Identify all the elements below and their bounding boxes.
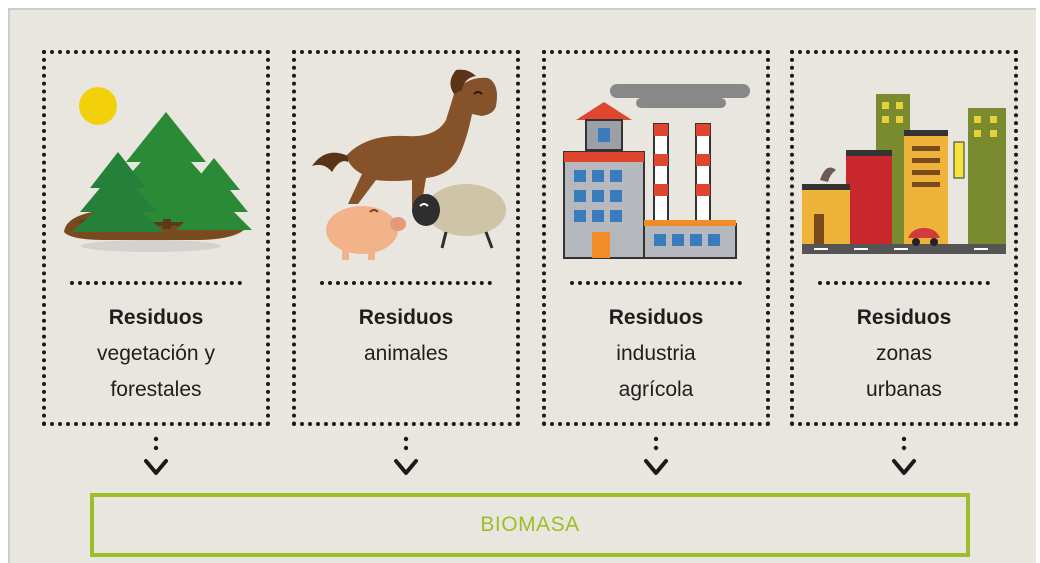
biomasa-box: BIOMASA bbox=[90, 493, 970, 557]
biomasa-label: BIOMASA bbox=[480, 513, 580, 536]
card-urban: Residuos zonas urbanas bbox=[790, 50, 1018, 426]
card-animals: Residuos animales bbox=[292, 50, 520, 426]
card-title: Residuos bbox=[108, 306, 204, 329]
down-arrow-icon bbox=[144, 436, 168, 475]
card-label: Residuos industria agrícola bbox=[546, 300, 766, 408]
down-arrow-icon bbox=[394, 436, 418, 475]
down-arrow-icon bbox=[892, 436, 916, 475]
card-divider bbox=[320, 281, 492, 285]
card-desc-line: agrícola bbox=[618, 378, 694, 401]
card-divider bbox=[70, 281, 242, 285]
city-icon bbox=[802, 94, 1006, 254]
forest-icon bbox=[64, 87, 252, 252]
card-desc-line: vegetación y bbox=[97, 342, 215, 365]
card-label: Residuos vegetación y forestales bbox=[46, 300, 266, 408]
down-arrow-icon bbox=[644, 436, 668, 475]
card-title: Residuos bbox=[856, 306, 952, 329]
card-desc-line: forestales bbox=[110, 378, 202, 401]
card-desc-line: animales bbox=[363, 342, 449, 365]
card-label: Residuos zonas urbanas bbox=[794, 300, 1014, 408]
diagram-panel: Residuos vegetación y forestales bbox=[8, 8, 1036, 563]
card-title: Residuos bbox=[608, 306, 704, 329]
card-desc-line: zonas bbox=[875, 342, 933, 365]
card-industry: Residuos industria agrícola bbox=[542, 50, 770, 426]
card-label: Residuos animales bbox=[296, 300, 516, 372]
card-divider bbox=[570, 281, 742, 285]
card-title: Residuos bbox=[358, 306, 454, 329]
card-vegetation: Residuos vegetación y forestales bbox=[42, 50, 270, 426]
animals-icon bbox=[312, 69, 506, 260]
card-divider bbox=[818, 281, 990, 285]
factory-icon bbox=[563, 84, 750, 259]
card-desc-line: urbanas bbox=[866, 378, 942, 401]
card-desc-line: industria bbox=[616, 342, 696, 365]
